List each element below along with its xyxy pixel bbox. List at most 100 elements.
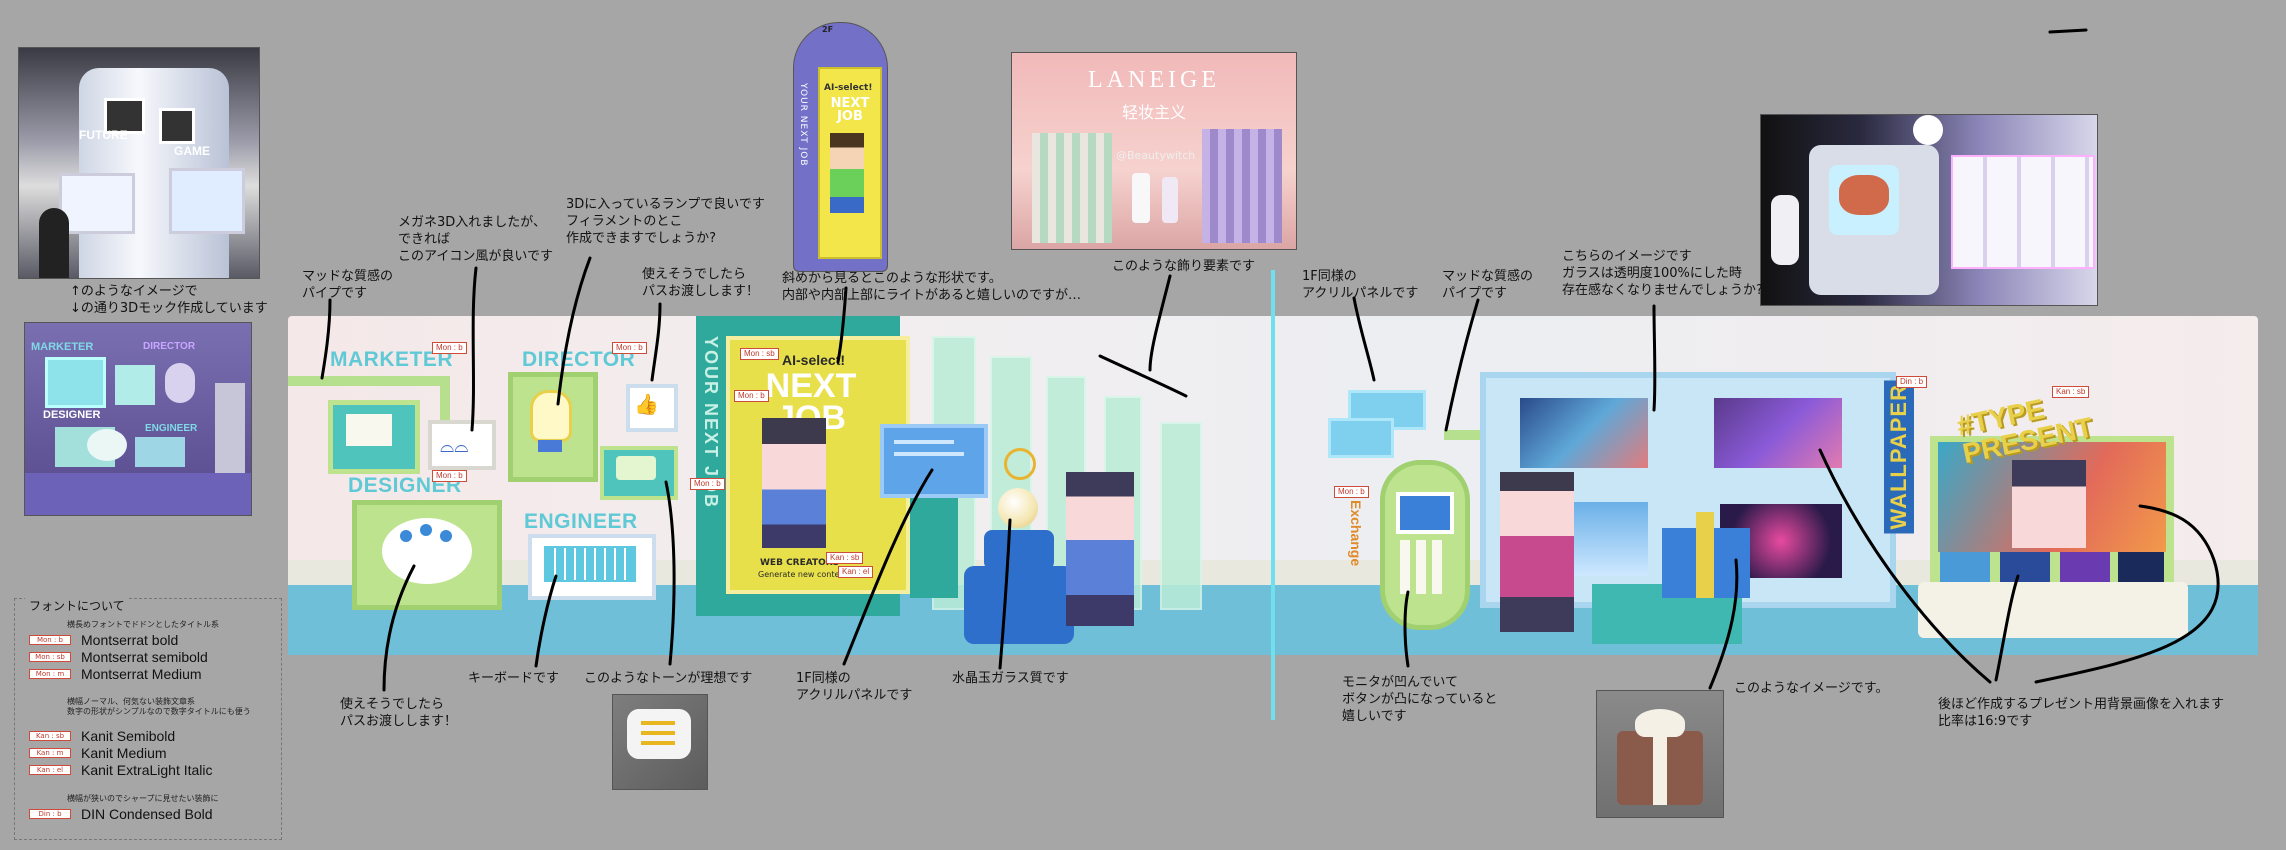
note-keyboard: キーボードです: [468, 671, 560, 686]
label-engineer: ENGINEER: [524, 510, 638, 533]
mock-3d-photo: MARKETER DIRECTOR DESIGNER ENGINEER: [24, 322, 252, 516]
note-glass-opacity: こちらのイメージです ガラスは透明度100%にした時 存在感なくなりませんでしょ…: [1562, 249, 1763, 298]
label-marketer: MARKETER: [330, 348, 453, 371]
laneige-subtitle: 轻妆主义: [1121, 103, 1186, 122]
note-oblique-shape: 斜めから見るとこのような形状です。 内部や内部上部にライトがあると嬉しいのですが…: [782, 271, 1082, 303]
signage-floor-label: 2F: [822, 25, 834, 34]
tag-next-job-font: Mon : b: [734, 390, 769, 402]
font-legend: フォントについて 横長めフォントでドドンとしたタイトル系 Mon : b Mon…: [14, 597, 282, 840]
booth-label-game: GAME: [174, 144, 210, 158]
booth-reference-photo: FUTURE GAME: [18, 47, 260, 279]
legend-kanit-extralight: Kanit ExtraLight Italic: [81, 762, 213, 778]
legend-tag-kan-m: Kan : m: [29, 748, 71, 758]
present-thumb-4: [2118, 552, 2164, 584]
legend-tag-kan-el: Kan : el: [29, 765, 71, 775]
note-crystal: 水晶玉ガラス質です: [952, 671, 1069, 686]
web-creators-text: WEB CREATORS: [760, 558, 840, 568]
note-reference-caption: ↑のようなイメージで ↓の通り3Dモック作成しています: [70, 284, 268, 316]
tag-director-font: Mon : b: [612, 342, 647, 354]
acrylic-panel-line-2: [894, 452, 964, 456]
note-tone: このようなトーンが理想です: [584, 671, 753, 686]
lamp-icon: [530, 390, 572, 442]
phone-keypad: [1400, 540, 1444, 594]
generate-text: Generate new content!: [758, 570, 851, 579]
lamp-globe: [1913, 115, 1943, 145]
note-acrylic-1f-right: 1F同様の アクリルパネルです: [1302, 269, 1419, 301]
chat-icon: [616, 456, 656, 480]
mock-palette: [87, 429, 127, 461]
note-matte-pipe-right: マッドな質感の パイプです: [1442, 269, 1534, 301]
toy-shelf: [1951, 155, 2095, 269]
present-pixel-face: [2012, 460, 2086, 548]
tag-type-present-font: Kan : sb: [2052, 386, 2090, 398]
thumbs-up-icon: 👍: [634, 392, 659, 416]
tag-exchange-font: Mon : b: [1334, 486, 1369, 498]
mail-icon: [346, 414, 392, 446]
booth-label-future: FUTURE: [79, 128, 128, 142]
line-top-right-dash: [2048, 28, 2088, 34]
visitor-silhouette: [39, 208, 69, 278]
pedestal-top: [984, 530, 1054, 570]
tag-marketer-font: Mon : b: [432, 342, 467, 354]
crystal-ball: [998, 488, 1038, 528]
keyboard-icon: [544, 546, 636, 582]
legend-title: フォントについて: [25, 597, 129, 614]
phone-screen: [1396, 492, 1454, 534]
legend-tag-mon-sb: Mon : sb: [29, 652, 71, 662]
vertical-your-next-job: YOUR NEXT JOB: [701, 336, 721, 510]
bubble-line-2: [641, 731, 675, 735]
wallpaper-pane-2: [1714, 398, 1842, 468]
tag-wallpaper-font: Din : b: [1896, 376, 1928, 388]
pedestal-bottom: [964, 566, 1074, 644]
wallpaper-pane-1: [1520, 398, 1648, 468]
gift-bow: [1635, 709, 1685, 737]
legend-kanit-semibold: Kanit Semibold: [81, 728, 176, 744]
acrylic-panel-left: [880, 424, 988, 498]
booth-screen-large-2: [169, 168, 245, 234]
palette-dot-2: [420, 524, 432, 536]
legend-montserrat-semibold: Montserrat semibold: [81, 649, 208, 665]
bubble-line-1: [641, 721, 675, 725]
target-ring-icon: [1004, 448, 1036, 480]
legend-montserrat-bold: Montserrat bold: [81, 632, 179, 648]
booth-screen-large-1: [59, 173, 135, 234]
glasses-box: [428, 420, 496, 470]
legend-group3-desc: 横幅が狭いのでシャープに見せたい装飾に: [67, 794, 219, 803]
signage-side-text: YOUR NEXT JOB: [798, 83, 808, 167]
mock-label-director: DIRECTOR: [143, 341, 196, 352]
mock-keyboard: [135, 437, 185, 467]
laneige-product-1: [1132, 173, 1150, 223]
laneige-logo: LANEIGE: [1088, 67, 1220, 93]
tag-web-creators-font: Kan : sb: [826, 552, 864, 564]
note-matte-pipe-left: マッドな質感の パイプです: [302, 269, 394, 301]
mock-label-marketer: MARKETER: [31, 341, 94, 353]
capsule-tube: [1771, 195, 1799, 265]
capsule-machine-reference-photo: [1760, 114, 2098, 306]
laneige-handle: @Beautywitch: [1116, 149, 1196, 162]
palette-dot-1: [400, 530, 412, 542]
lamp-base-icon: [538, 440, 562, 452]
like-box: [626, 384, 678, 432]
note-decoration: このような飾り要素です: [1112, 259, 1256, 274]
legend-din-bold: DIN Condensed Bold: [81, 806, 213, 822]
mock-floor: [25, 473, 251, 515]
tag-generate-font: Kan : el: [838, 566, 874, 578]
note-pass-palette: 使えそうでしたら パスお渡しします！: [340, 697, 458, 729]
capsule-contents: [1839, 175, 1889, 215]
pipe-left-horizontal: [288, 376, 448, 386]
tag-ai-select-font: Mon : sb: [740, 348, 779, 360]
pixel-character-left: [762, 418, 826, 548]
legend-tag-mon-b: Mon : b: [29, 635, 71, 645]
gift-ribbon-v: [1653, 731, 1667, 805]
mock-box-2: [115, 365, 155, 405]
tag-engineer-font: Mon : b: [690, 478, 725, 490]
mock-label-designer: DESIGNER: [43, 409, 101, 421]
legend-tag-mon-m: Mon : m: [29, 669, 71, 679]
legend-group1-desc: 横長めフォントでドドンとしたタイトル系: [67, 620, 219, 629]
mock-label-engineer: ENGINEER: [145, 423, 198, 434]
pixel-character-right: [1500, 472, 1574, 632]
laneige-reference-photo: LANEIGE 轻妆主义 @Beautywitch: [1011, 52, 1297, 250]
palette-dot-3: [440, 530, 452, 542]
present-thumb-3: [2060, 552, 2110, 584]
pipe-right: [1444, 430, 1504, 440]
